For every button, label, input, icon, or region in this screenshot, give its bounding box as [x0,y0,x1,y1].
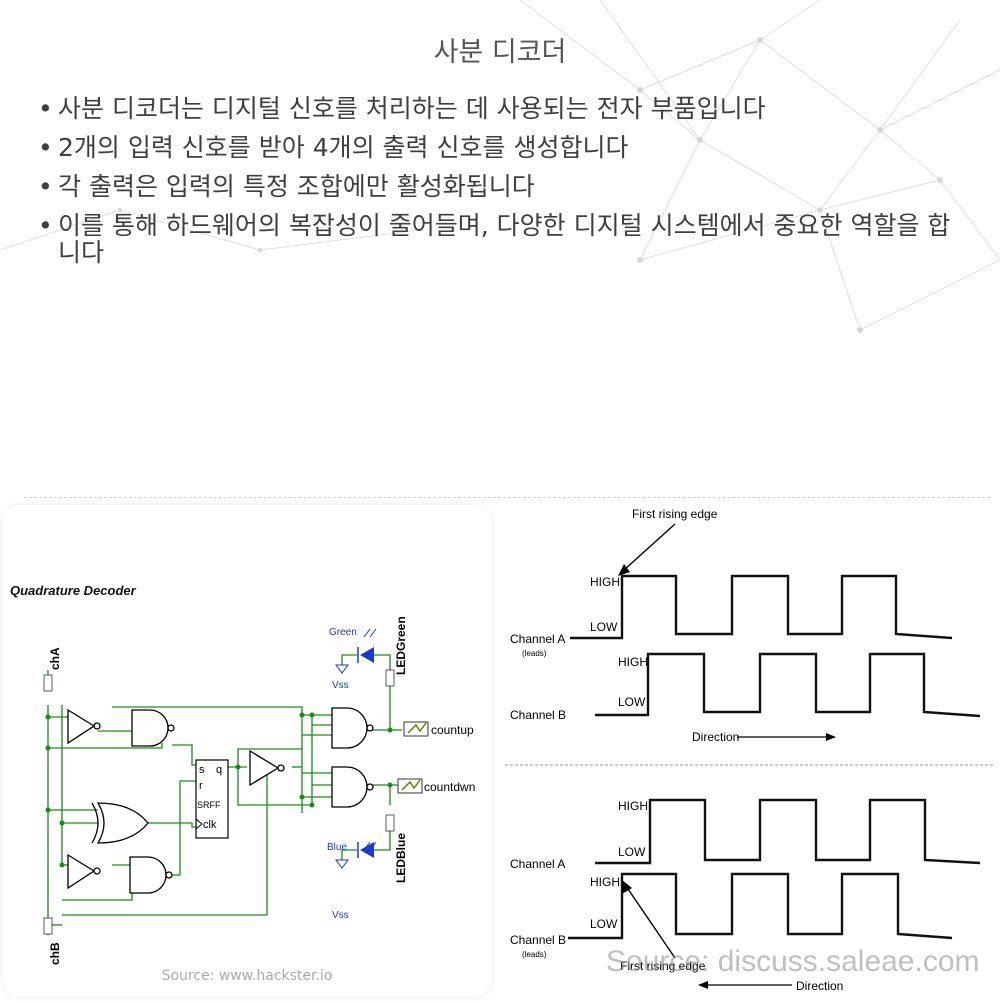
first-rising-edge-label: First rising edge [620,959,706,973]
vss-label: Vss [332,680,349,691]
low-label: LOW [590,917,618,931]
led-green [335,628,377,674]
channel-b-waveform [568,872,953,940]
bullet-item: 2개의 입력 신호를 받아 4개의 출력 신호를 생성합니다 [38,134,968,161]
bullet-item: 이를 통해 하드웨어의 복잡성이 줄어들며, 다양한 디지털 시스템에서 중요한… [38,212,968,266]
wire-junctions [45,712,393,868]
inverter-gate [249,749,280,787]
source-watermark: Source: discuss.saleae.com [606,945,980,978]
section-divider [24,497,990,498]
high-label: HIGH [590,875,620,889]
waveform-diagram: First rising edge HIGH LOW Channel A (le… [505,507,995,993]
low-label: LOW [618,845,646,859]
direction-label: Direction [692,730,739,744]
flipflop-r-label: r [199,780,203,792]
image-source-caption: Source: www.hackster.io [161,968,333,984]
high-label: HIGH [618,655,648,669]
bullet-item: 사분 디코더는 디지털 신호를 처리하는 데 사용되는 전자 부품입니다 [38,95,968,122]
flipflop-s-label: s [199,764,205,776]
slide-title: 사분 디코더 [433,37,567,68]
channel-a-label: Channel A [510,632,565,646]
output-probe-countup [403,721,429,737]
inverter-gate [67,708,96,745]
channel-a-label: Channel A [510,857,565,871]
bullet-list: 사분 디코더는 디지털 신호를 처리하는 데 사용되는 전자 부품입니다 2개의… [38,95,968,278]
output-countdown-label: countdwn [424,780,475,794]
flipflop-q-label: q [216,764,222,776]
led-blue-label: Blue [327,842,347,853]
channel-a-waveform [595,798,981,865]
channel-a-sub-label: (leads) [522,649,547,658]
resistors [43,669,395,935]
circuit-image-panel: Quadrature Decoder [2,505,492,997]
and-gate-countdown [331,766,368,808]
vss-label: Vss [332,910,349,921]
led-green-name: LEDGreen [394,616,408,675]
and-gate [129,856,167,894]
high-label: HIGH [590,575,620,589]
direction-label: Direction [796,979,843,993]
logic-gates [67,707,374,894]
xor-gate [96,802,149,844]
channel-b-waveform [595,652,981,718]
channel-b-label: Channel B [510,933,566,947]
channel-b-label: Channel B [510,708,566,722]
flipflop-name: SRFF [197,800,221,810]
inverter-gate [67,853,96,890]
and-gate-countup [331,707,368,749]
flipflop-clk-label: clk [203,819,217,831]
channel-b-sub-label: (leads) [522,950,547,959]
high-label: HIGH [618,799,648,813]
output-countup-label: countup [431,723,474,737]
first-rising-edge-label: First rising edge [632,507,718,521]
circuit-title: Quadrature Decoder [10,583,137,598]
low-label: LOW [590,620,618,634]
output-probe-countdown [397,778,423,794]
channel-a-waveform [570,574,953,640]
bullet-item: 각 출력은 입력의 특정 조합에만 활성화됩니다 [38,173,968,200]
low-label: LOW [618,695,646,709]
led-blue [335,841,377,869]
led-blue-name: LEDBlue [394,833,408,883]
waveform-image-panel: First rising edge HIGH LOW Channel A (le… [500,498,1000,1000]
input-chb-label: chB [48,942,62,965]
circuit-diagram: Quadrature Decoder [10,583,475,965]
and-gate [131,709,169,747]
led-green-label: Green [329,627,357,638]
input-cha-label: chA [48,647,62,670]
